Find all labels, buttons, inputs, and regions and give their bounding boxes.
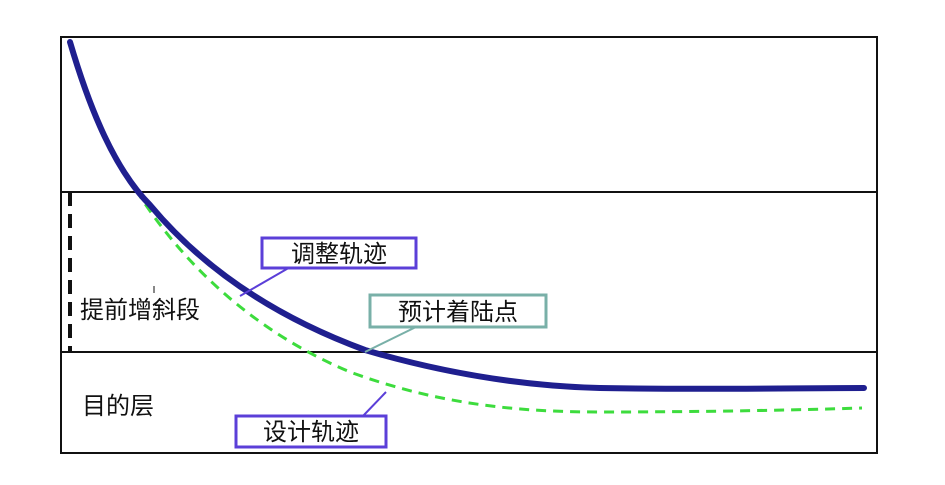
design-callout-box — [234, 414, 388, 449]
diagram-frame — [60, 36, 878, 454]
landing-callout-pointer — [364, 325, 419, 353]
landing-point-callout: 预计着陆点 — [364, 293, 548, 353]
landing-callout-box — [368, 293, 548, 329]
adjusted-callout-pointer — [239, 265, 293, 297]
adjusted-callout-box — [260, 236, 418, 270]
adjusted-track-callout: 调整轨迹 — [239, 236, 418, 297]
ramp-zone-label: 提前增斜段 — [80, 296, 200, 324]
adjusted-callout-label: 调整轨迹 — [291, 240, 387, 268]
target-zone-label: 目的层 — [82, 392, 154, 420]
design-callout-pointer — [361, 391, 387, 418]
design-track-callout: 设计轨迹 — [234, 391, 388, 449]
adjusted-trajectory — [67, 39, 867, 392]
design-callout-label: 设计轨迹 — [263, 418, 359, 446]
design-trajectory — [134, 189, 863, 414]
landing-callout-label: 预计着陆点 — [398, 298, 518, 326]
